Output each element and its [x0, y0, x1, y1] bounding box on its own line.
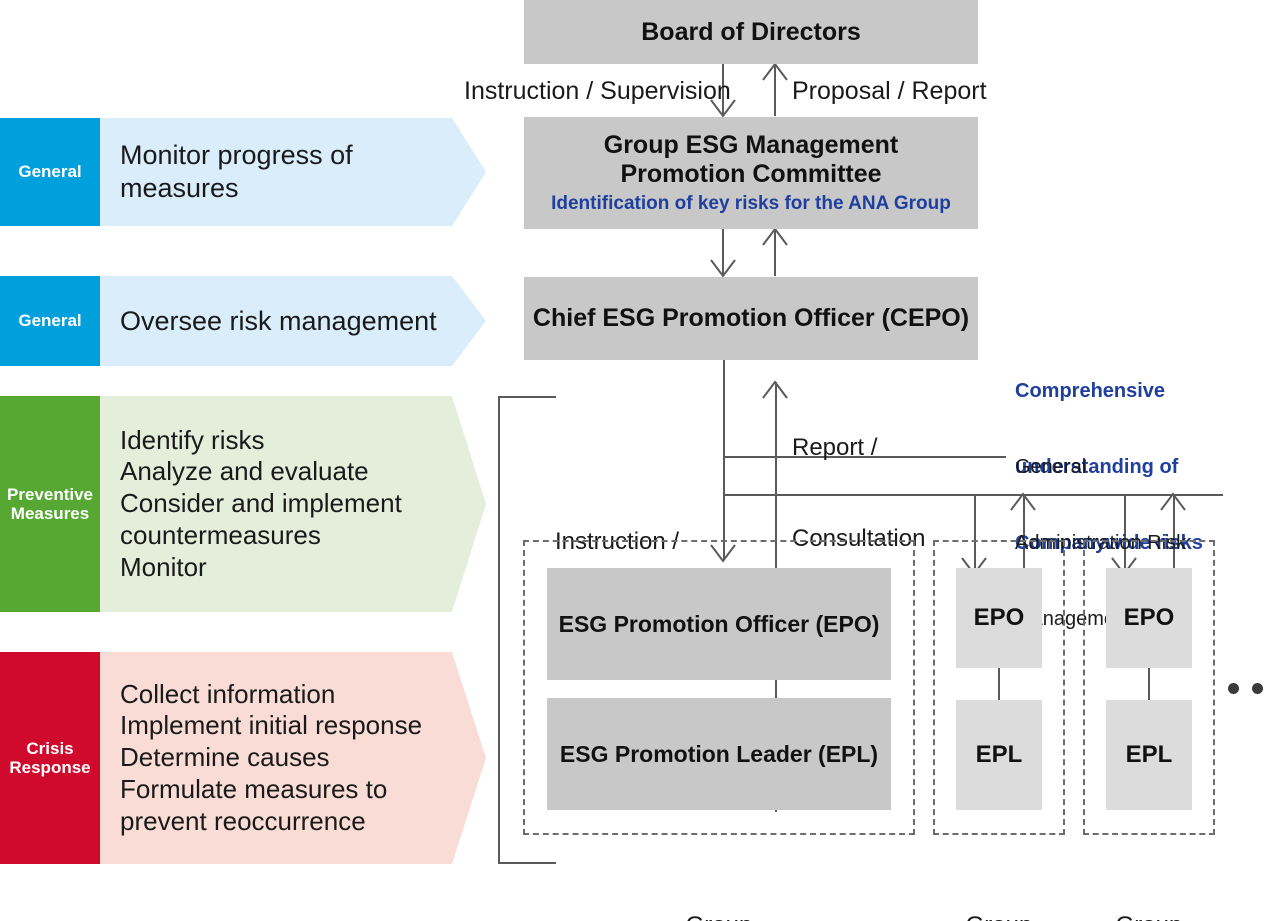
- side-note-black-line1: General: [1015, 456, 1087, 479]
- bracket-vertical-line: [498, 396, 500, 864]
- label-proposal-report: Proposal / Report: [792, 77, 987, 105]
- company-c-instruction-drop: [1124, 494, 1126, 574]
- left-panel-line: Formulate measures to: [120, 773, 388, 804]
- company-c-epo-epl-link: [1148, 666, 1150, 702]
- left-panel-line: Consider and implement: [120, 488, 402, 519]
- company-c-caption: Group Company C: [1068, 851, 1230, 921]
- more-companies-ellipsis-icon: [1228, 683, 1268, 694]
- company-b-container: [933, 540, 1065, 835]
- company-a-caption-line1: Group: [557, 911, 881, 921]
- left-panel-line: Monitor: [120, 551, 207, 582]
- node-company-b-epl[interactable]: EPL: [956, 700, 1042, 810]
- company-a-caption: Group Company A: [557, 851, 881, 921]
- node-board-of-directors[interactable]: Board of Directors: [524, 0, 978, 64]
- report-consultation-line2: Consultation: [792, 525, 926, 553]
- side-note-blue-line2: understanding of: [1015, 455, 1179, 478]
- left-panel-row-0: General Monitor progress of measures: [0, 118, 486, 226]
- left-panel-tag-1: General: [0, 276, 100, 366]
- left-panel-line: Oversee risk management: [120, 305, 437, 336]
- report-bus-line: [723, 456, 1006, 458]
- company-b-report-riser: [1023, 494, 1025, 574]
- left-panel-tag-0: General: [0, 118, 100, 226]
- left-panel-line: Implement initial response: [120, 710, 423, 741]
- company-b-caption-line1: Group: [918, 911, 1080, 921]
- board-title: Board of Directors: [641, 17, 861, 46]
- side-note-blue: Comprehensive understanding of Companywi…: [1015, 329, 1203, 606]
- left-panel-tag-3: Crisis Response: [0, 652, 100, 864]
- left-panel-line: Identify risks: [120, 424, 265, 455]
- company-c-container: [1083, 540, 1215, 835]
- left-panel-body-2: Identify risks Analyze and evaluate Cons…: [100, 396, 486, 612]
- report-consultation-line1: Report /: [792, 434, 878, 462]
- company-b-epl-label: EPL: [975, 741, 1023, 769]
- node-company-b-epo[interactable]: EPO: [956, 568, 1042, 668]
- instruction-bus-line: [723, 494, 1223, 496]
- node-company-c-epl[interactable]: EPL: [1106, 700, 1192, 810]
- left-panel-body-1: Oversee risk management: [100, 276, 486, 366]
- cepo-down-trunk: [723, 360, 725, 560]
- side-note-black-line2: Administration Risk: [1015, 531, 1187, 554]
- left-panel-line: Analyze and evaluate: [120, 456, 369, 487]
- left-panel-tag-text: Crisis Response: [9, 738, 91, 777]
- left-panel-line: Monitor progress of: [120, 140, 353, 171]
- left-panel-row-1: General Oversee risk management: [0, 276, 486, 366]
- node-company-a-epl[interactable]: ESG Promotion Leader (EPL): [547, 698, 891, 810]
- label-report-consultation: Report / Consultation: [792, 373, 925, 615]
- left-panel-body-3: Collect information Implement initial re…: [100, 652, 486, 864]
- bracket-top-stub: [498, 396, 556, 398]
- label-instruction-supervision-top: Instruction / Supervision: [464, 77, 731, 105]
- node-group-esg-management-promotion-committee[interactable]: Group ESG Management Promotion Committee…: [524, 117, 978, 229]
- committee-title-line1: Group ESG Management: [603, 130, 899, 159]
- company-c-epo-label: EPO: [1123, 604, 1175, 632]
- left-panel-tag-text: Preventive Measures: [7, 484, 93, 523]
- left-panel-line: Determine causes: [120, 742, 330, 773]
- left-panel-tag-2: Preventive Measures: [0, 396, 100, 612]
- company-b-instruction-drop: [974, 494, 976, 574]
- company-a-epo-label: ESG Promotion Officer (EPO): [558, 610, 880, 637]
- company-c-report-riser: [1173, 494, 1175, 574]
- company-c-epl-label: EPL: [1125, 741, 1173, 769]
- cepo-title: Chief ESG Promotion Officer (CEPO): [532, 304, 970, 332]
- left-panel-row-3: Crisis Response Collect information Impl…: [0, 652, 486, 864]
- committee-subtitle: Identification of key risks for the ANA …: [551, 192, 951, 214]
- bracket-bottom-stub: [498, 862, 556, 864]
- committee-title-line2: Promotion Committee: [620, 159, 882, 188]
- left-panel-line: countermeasures: [120, 519, 321, 550]
- company-a-container: [523, 540, 915, 835]
- node-company-c-epo[interactable]: EPO: [1106, 568, 1192, 668]
- company-b-epo-epl-link: [998, 666, 1000, 702]
- company-a-epl-label: ESG Promotion Leader (EPL): [559, 740, 879, 767]
- side-note-blue-line3: Companywide risks: [1015, 531, 1203, 554]
- node-company-a-epo[interactable]: ESG Promotion Officer (EPO): [547, 568, 891, 680]
- left-panel-line: measures: [120, 173, 239, 203]
- company-b-caption: Group Company B: [918, 851, 1080, 921]
- left-panel-line: prevent reoccurrence: [120, 805, 366, 836]
- node-chief-esg-promotion-officer[interactable]: Chief ESG Promotion Officer (CEPO): [524, 277, 978, 360]
- left-panel-body-0: Monitor progress of measures: [100, 118, 486, 226]
- left-panel-line: Collect information: [120, 678, 336, 709]
- company-c-caption-line1: Group: [1068, 911, 1230, 921]
- left-panel-row-2: Preventive Measures Identify risks Analy…: [0, 396, 486, 612]
- side-note-blue-line1: Comprehensive: [1015, 380, 1166, 403]
- company-b-epo-label: EPO: [973, 604, 1025, 632]
